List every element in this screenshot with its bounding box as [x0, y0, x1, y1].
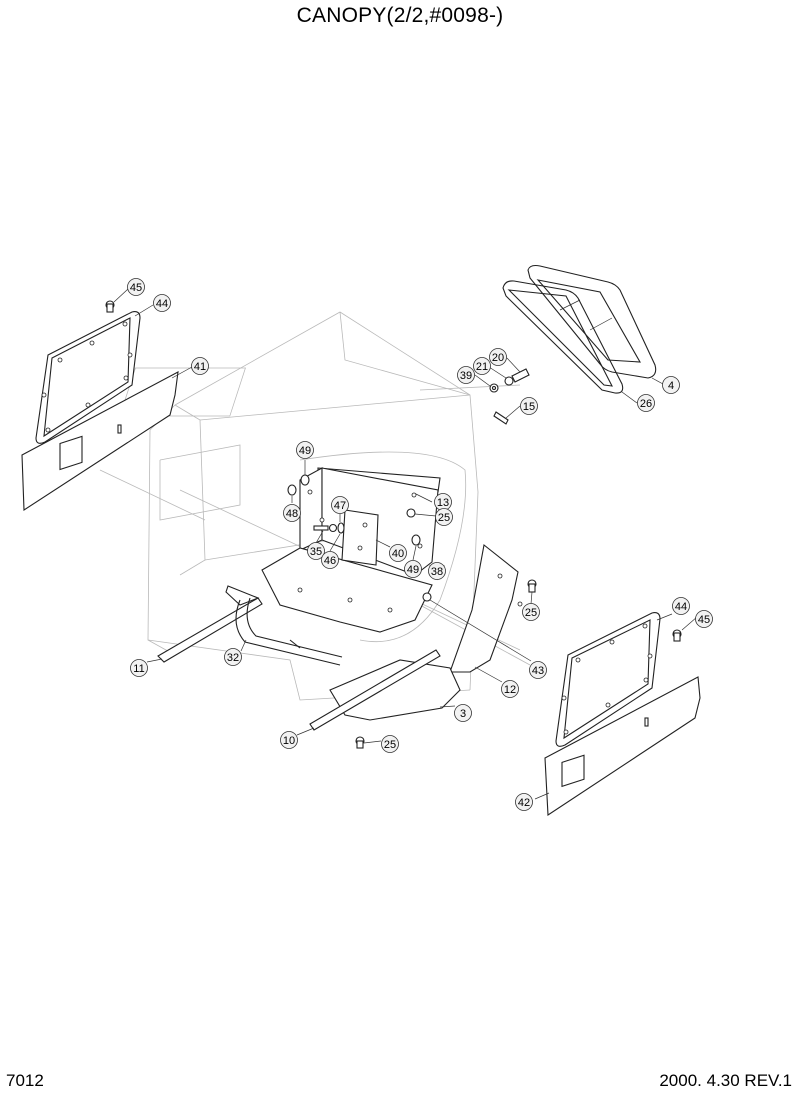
svg-text:32: 32	[227, 652, 239, 664]
part-11-rail	[157, 585, 263, 663]
callout-11: 11	[130, 659, 148, 677]
callout-12: 12	[501, 680, 519, 698]
svg-text:44: 44	[675, 601, 687, 613]
callout-32: 32	[224, 648, 242, 666]
callout-44-bottom: 44	[672, 597, 690, 615]
part-41-left-plate	[21, 371, 179, 511]
part-45-bolt	[105, 300, 115, 313]
part-42-right-plate	[544, 676, 701, 816]
callout-25-bottom: 25	[381, 735, 399, 753]
callout-3: 3	[454, 704, 472, 722]
part-44-left-panel	[35, 311, 141, 444]
part-25-bolt-bottom	[355, 736, 365, 749]
callout-39: 39	[457, 366, 475, 384]
part-26-window-seal	[502, 280, 624, 394]
callout-44-top: 44	[153, 294, 171, 312]
svg-text:48: 48	[286, 508, 298, 520]
svg-text:45: 45	[698, 614, 710, 626]
callout-35: 35	[307, 542, 325, 560]
callout-43: 43	[529, 661, 547, 679]
svg-text:25: 25	[438, 512, 450, 524]
callout-26: 26	[637, 394, 655, 412]
part-15-pin	[493, 411, 509, 425]
callout-47: 47	[331, 496, 349, 514]
part-44-right-panel	[555, 612, 661, 747]
part-3-floor-mat	[329, 659, 461, 721]
callout-13: 13	[434, 493, 452, 511]
svg-text:38: 38	[431, 566, 443, 578]
callout-21: 21	[473, 357, 491, 375]
callout-40: 40	[389, 544, 407, 562]
svg-text:25: 25	[384, 739, 396, 751]
part-45-bolt-right	[672, 629, 682, 642]
callout-49-lower: 49	[404, 560, 422, 578]
svg-text:25: 25	[525, 607, 537, 619]
leader-lines	[113, 288, 698, 800]
callout-45-top: 45	[127, 278, 145, 296]
callout-10: 10	[280, 731, 298, 749]
svg-text:44: 44	[156, 298, 168, 310]
svg-text:4: 4	[668, 380, 674, 392]
callout-15: 15	[520, 397, 538, 415]
svg-text:46: 46	[324, 555, 336, 567]
svg-text:26: 26	[640, 398, 652, 410]
callout-49-upper: 49	[296, 441, 314, 459]
callout-42: 42	[515, 793, 533, 811]
hardware-20-21-39	[489, 368, 530, 393]
callout-46: 46	[321, 551, 339, 569]
part-10-rail	[309, 649, 441, 731]
page-title: CANOPY(2/2,#0098-)	[296, 4, 504, 27]
svg-text:35: 35	[310, 546, 322, 558]
svg-text:3: 3	[460, 708, 466, 720]
svg-text:47: 47	[334, 500, 346, 512]
svg-text:10: 10	[283, 735, 295, 747]
center-bracket-assembly	[261, 467, 441, 633]
callout-25-upper: 25	[435, 508, 453, 526]
part-4-window-glass	[527, 264, 657, 379]
svg-text:39: 39	[460, 370, 472, 382]
svg-text:15: 15	[523, 401, 535, 413]
part-25-bolt-right	[527, 579, 537, 593]
callout-25-right: 25	[522, 603, 540, 621]
svg-text:21: 21	[476, 361, 488, 373]
callout-20: 20	[489, 348, 507, 366]
revision-label: 2000. 4.30 REV.1	[659, 1071, 792, 1090]
svg-text:49: 49	[407, 564, 419, 576]
svg-text:11: 11	[133, 663, 144, 675]
callout-41: 41	[191, 357, 209, 375]
svg-text:45: 45	[130, 282, 142, 294]
svg-text:12: 12	[504, 684, 516, 696]
callout-45-bottom: 45	[695, 610, 713, 628]
svg-text:20: 20	[492, 352, 504, 364]
callout-4: 4	[662, 376, 680, 394]
part-12-side-panel	[449, 544, 523, 673]
svg-text:43: 43	[532, 665, 544, 677]
svg-text:42: 42	[518, 797, 530, 809]
svg-text:49: 49	[299, 445, 311, 457]
page-number: 7012	[6, 1071, 44, 1090]
callout-38: 38	[428, 562, 446, 580]
callout-48: 48	[283, 504, 301, 522]
svg-text:13: 13	[437, 497, 449, 509]
svg-text:40: 40	[392, 548, 404, 560]
svg-text:41: 41	[194, 361, 206, 373]
